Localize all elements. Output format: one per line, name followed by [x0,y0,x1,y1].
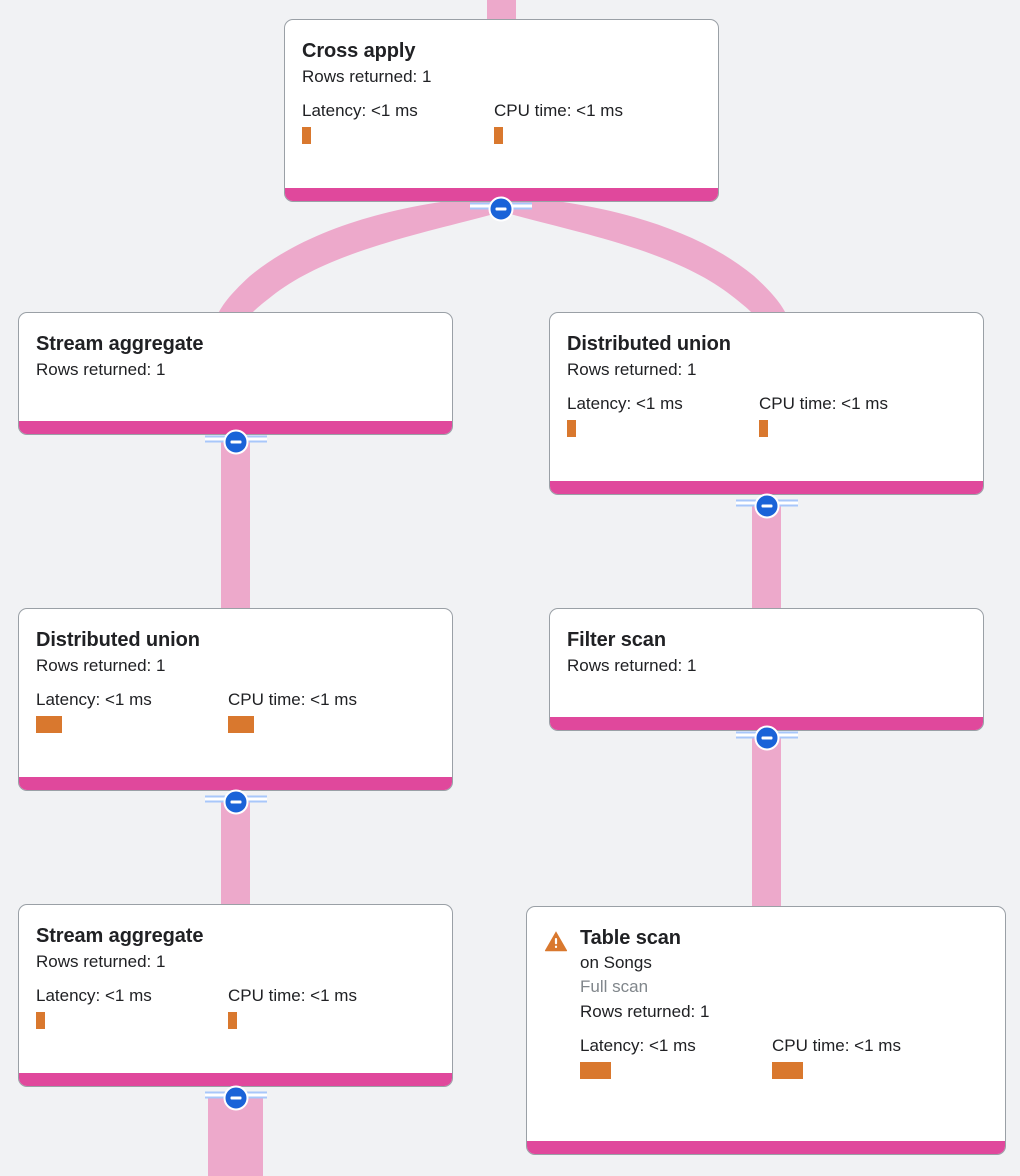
node-footer-bar [19,777,452,790]
metric-cpu-bar [772,1062,803,1079]
node-metrics: Latency: <1 ms CPU time: <1 ms [36,986,435,1029]
node-title: Filter scan [567,629,666,651]
metric-latency-label: Latency: <1 ms [567,394,683,413]
edge-filter-scan-to-table-scan [752,734,781,914]
collapse-toggle-cross-apply[interactable] [470,194,532,224]
metric-cpu: CPU time: <1 ms [494,101,623,144]
metric-cpu-bar [228,1012,237,1029]
node-body: Distributed union Rows returned: 1 Laten… [550,313,983,481]
node-rows-returned: Rows returned: 1 [302,67,432,86]
metric-cpu-bar [494,127,503,144]
node-title: Table scan [580,927,681,949]
metric-latency-bar [580,1062,611,1079]
node-rows-returned: Rows returned: 1 [36,360,166,379]
node-body: Distributed union Rows returned: 1 Laten… [19,609,452,777]
node-text-column: Distributed union Rows returned: 1 Laten… [36,627,435,733]
node-warning-column [544,925,580,952]
metric-cpu-bar [228,716,254,733]
edge-crossapply-to-stream-aggregate-top [215,196,501,322]
plan-node-stream-aggregate-top[interactable]: Stream aggregate Rows returned: 1 [18,312,453,435]
node-body: Stream aggregate Rows returned: 1 Latenc… [19,905,452,1073]
metric-latency: Latency: <1 ms [567,394,759,437]
node-metrics: Latency: <1 ms CPU time: <1 ms [580,1036,988,1079]
edge-crossapply-to-distributed-union-right [503,196,789,322]
minus-icon [754,493,780,519]
node-title: Stream aggregate [36,333,204,355]
minus-icon [223,429,249,455]
plan-node-table-scan[interactable]: Table scan on Songs Full scan Rows retur… [526,906,1006,1155]
node-metrics: Latency: <1 ms CPU time: <1 ms [36,690,435,733]
node-rows-returned: Rows returned: 1 [567,656,697,675]
metric-cpu-label: CPU time: <1 ms [228,690,357,709]
metric-latency-label: Latency: <1 ms [36,986,152,1005]
node-text-column: Cross apply Rows returned: 1 Latency: <1… [302,38,701,144]
node-title: Stream aggregate [36,925,204,947]
metric-latency-bar [567,420,576,437]
node-body: Stream aggregate Rows returned: 1 [19,313,452,421]
node-body: Table scan on Songs Full scan Rows retur… [527,907,1005,1141]
node-title: Distributed union [567,333,731,355]
plan-node-filter-scan[interactable]: Filter scan Rows returned: 1 [549,608,984,731]
node-scan-note: Full scan [580,977,649,996]
plan-node-stream-aggregate-bottom[interactable]: Stream aggregate Rows returned: 1 Latenc… [18,904,453,1087]
edge-stream-aggregate-top-to-distributed-union-left [221,438,250,618]
node-rows-returned: Rows returned: 1 [36,656,166,675]
node-text-column: Stream aggregate Rows returned: 1 Latenc… [36,923,435,1029]
metric-cpu: CPU time: <1 ms [759,394,888,437]
metric-latency: Latency: <1 ms [36,690,228,733]
collapse-toggle-distributed-union-right[interactable] [736,491,798,521]
metric-cpu-bar [759,420,768,437]
node-rows-returned: Rows returned: 1 [580,1002,710,1021]
node-text-column: Table scan on Songs Full scan Rows retur… [580,925,988,1079]
node-text-column: Stream aggregate Rows returned: 1 [36,331,435,382]
node-metrics: Latency: <1 ms CPU time: <1 ms [567,394,966,437]
node-footer-bar [285,188,718,201]
node-footer-bar [19,1073,452,1086]
minus-icon [223,789,249,815]
metric-cpu: CPU time: <1 ms [772,1036,901,1079]
node-rows-returned: Rows returned: 1 [36,952,166,971]
minus-icon [223,1085,249,1111]
metric-cpu-label: CPU time: <1 ms [772,1036,901,1055]
metric-latency: Latency: <1 ms [302,101,494,144]
plan-node-cross-apply[interactable]: Cross apply Rows returned: 1 Latency: <1… [284,19,719,202]
node-footer-bar [19,421,452,434]
metric-cpu: CPU time: <1 ms [228,690,357,733]
collapse-toggle-stream-aggregate-top[interactable] [205,427,267,457]
minus-icon [488,196,514,222]
node-footer-bar [550,481,983,494]
metric-latency: Latency: <1 ms [580,1036,772,1079]
metric-cpu-label: CPU time: <1 ms [228,986,357,1005]
node-text-column: Distributed union Rows returned: 1 Laten… [567,331,966,437]
node-footer-bar [550,717,983,730]
metric-latency-label: Latency: <1 ms [302,101,418,120]
collapse-toggle-distributed-union-left[interactable] [205,787,267,817]
node-rows-returned: Rows returned: 1 [567,360,697,379]
node-footer-bar [527,1141,1005,1154]
node-title: Distributed union [36,629,200,651]
metric-cpu: CPU time: <1 ms [228,986,357,1029]
minus-icon [754,725,780,751]
metric-latency-bar [302,127,311,144]
metric-latency-label: Latency: <1 ms [580,1036,696,1055]
collapse-toggle-stream-aggregate-bottom[interactable] [205,1083,267,1113]
node-subtitle: on Songs [580,953,652,972]
node-text-column: Filter scan Rows returned: 1 [567,627,966,678]
node-metrics: Latency: <1 ms CPU time: <1 ms [302,101,701,144]
metric-cpu-label: CPU time: <1 ms [494,101,623,120]
collapse-toggle-filter-scan[interactable] [736,723,798,753]
metric-latency-label: Latency: <1 ms [36,690,152,709]
warning-icon [544,931,568,952]
plan-node-distributed-union-left[interactable]: Distributed union Rows returned: 1 Laten… [18,608,453,791]
plan-node-distributed-union-right[interactable]: Distributed union Rows returned: 1 Laten… [549,312,984,495]
node-title: Cross apply [302,40,416,62]
node-body: Cross apply Rows returned: 1 Latency: <1… [285,20,718,188]
metric-latency-bar [36,1012,45,1029]
metric-cpu-label: CPU time: <1 ms [759,394,888,413]
metric-latency-bar [36,716,62,733]
metric-latency: Latency: <1 ms [36,986,228,1029]
node-body: Filter scan Rows returned: 1 [550,609,983,717]
